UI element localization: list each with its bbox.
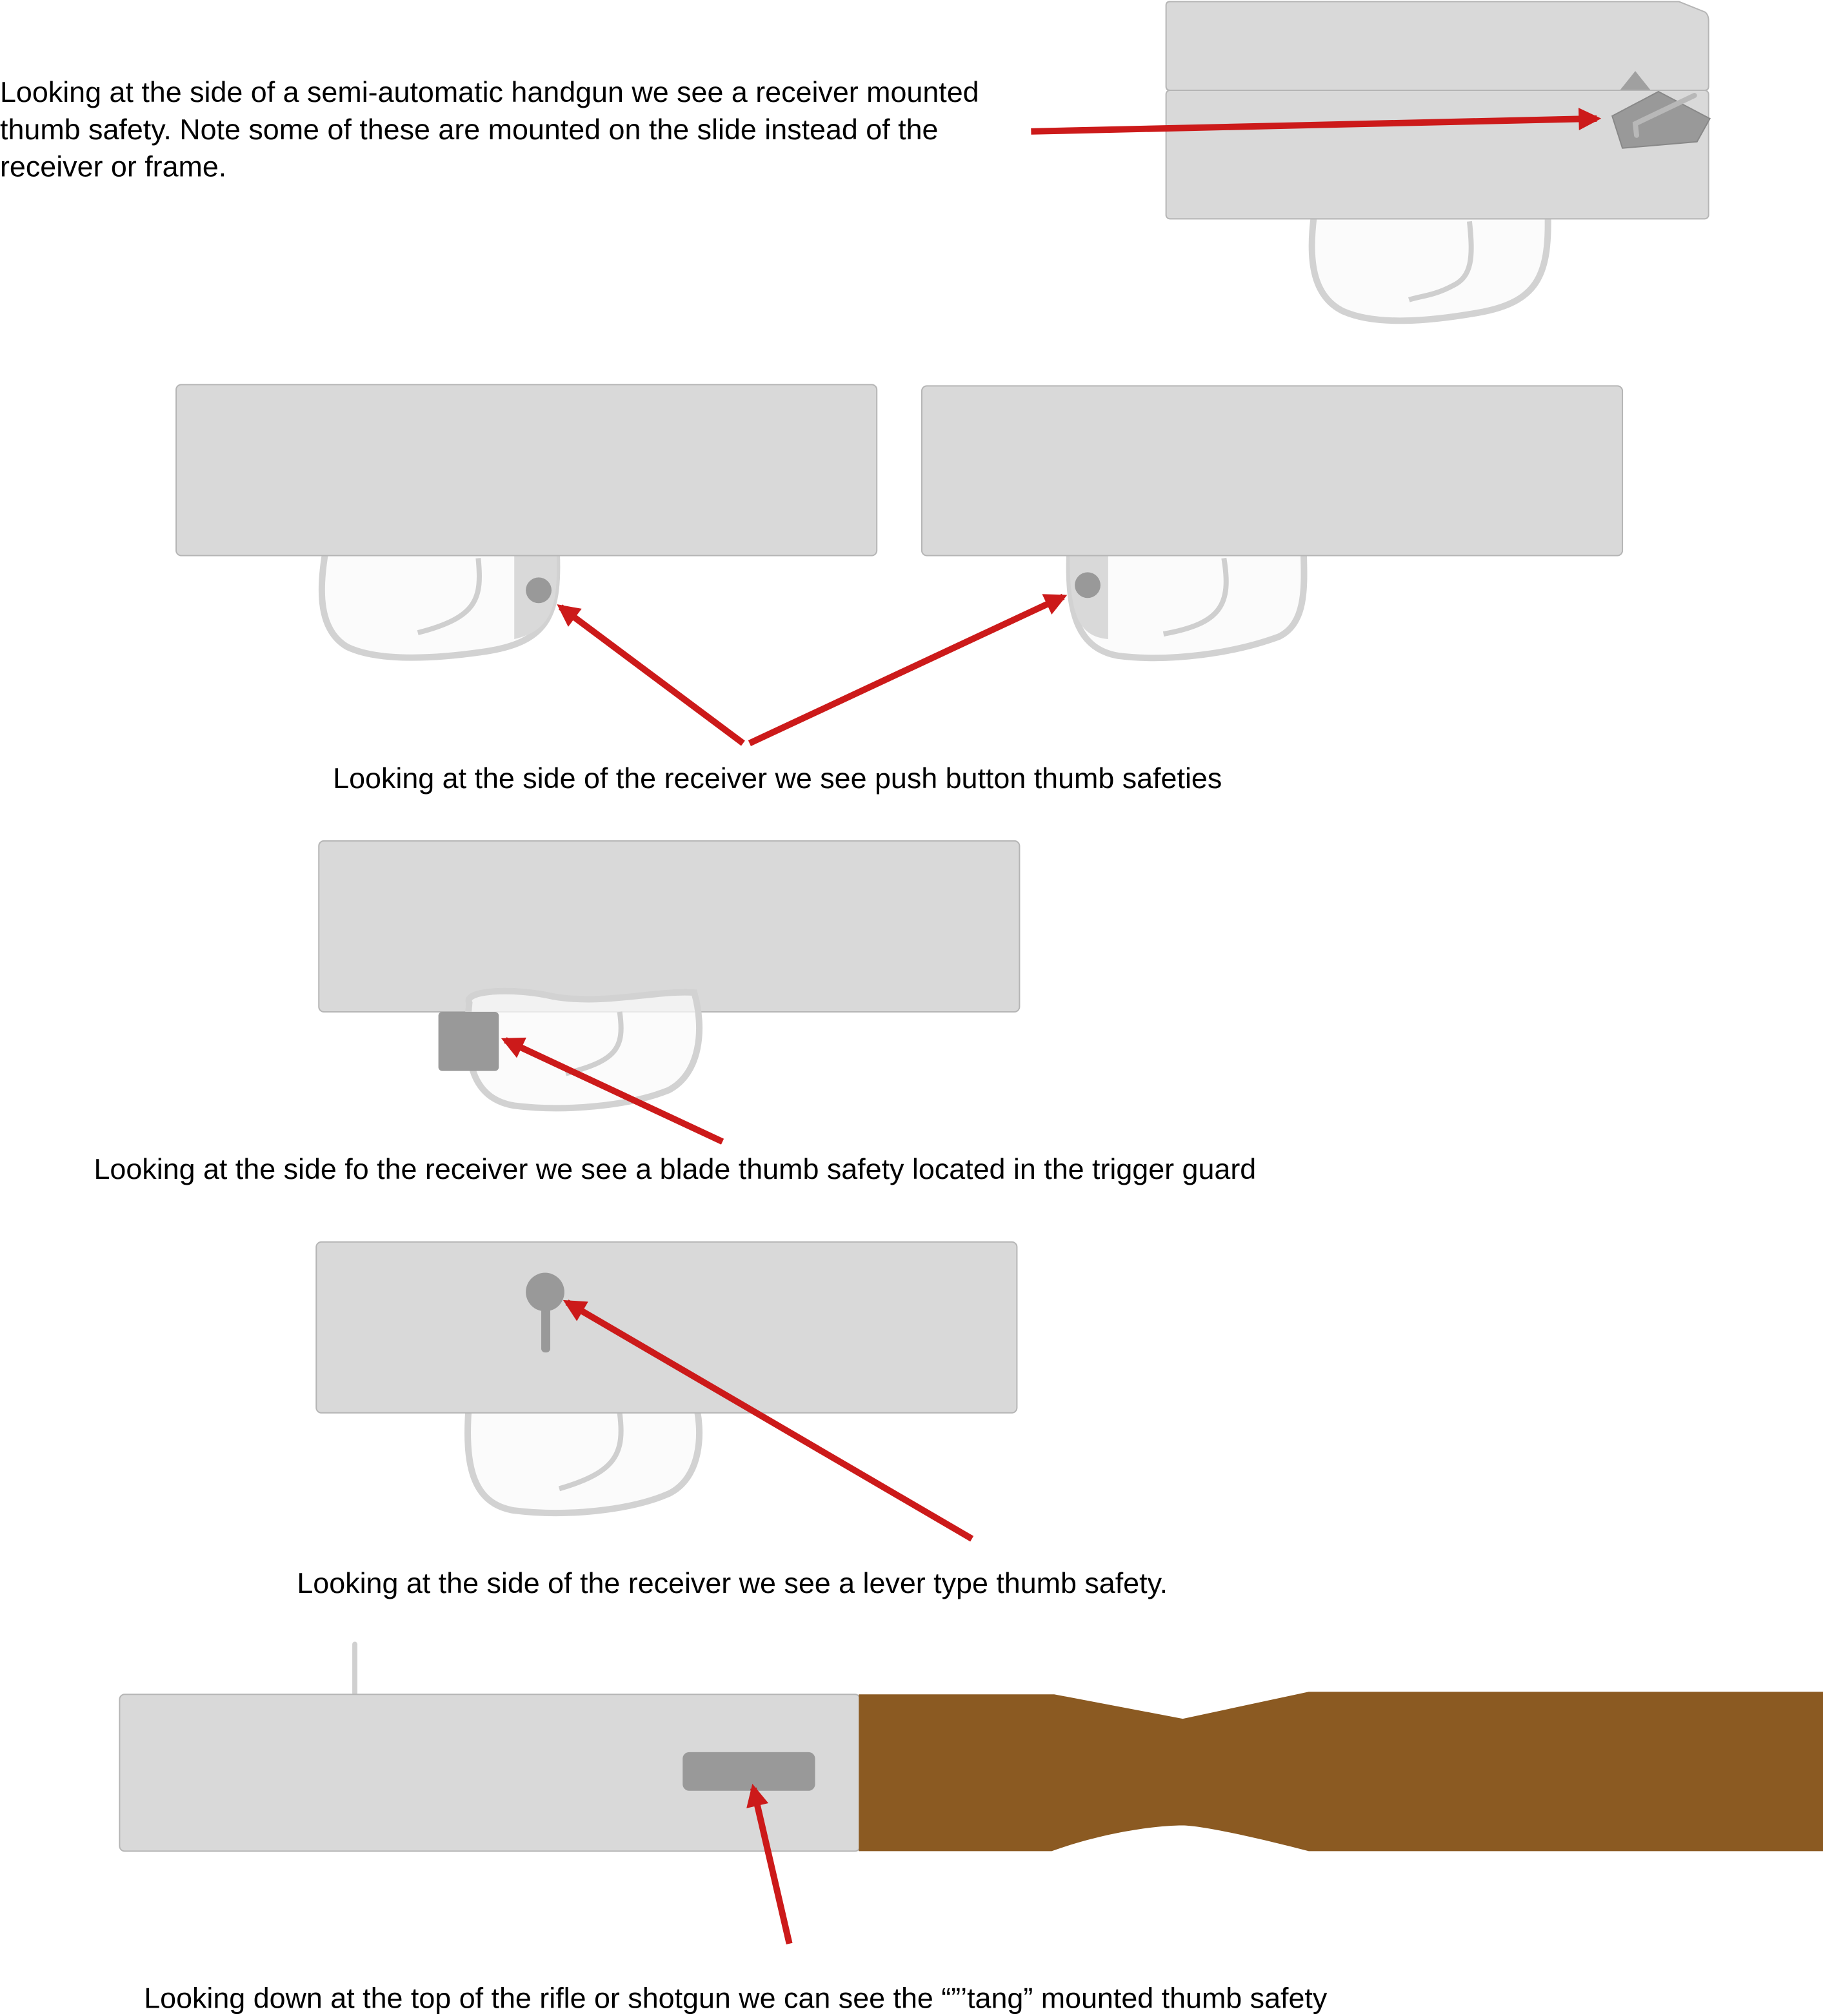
receiver [921,385,1624,557]
trigger [417,558,482,635]
receiver [175,384,878,557]
sight-rod [352,1641,358,1696]
thumb-safety-ridge [1632,93,1697,138]
arrow [748,593,1068,746]
receiver [315,1241,1018,1414]
arrow [501,1037,724,1145]
caption-line: receiver or frame. [0,150,226,183]
arrow [746,1783,793,1944]
caption-tang: Looking down at the top of the rifle or … [144,1982,1328,2015]
caption-lever: Looking at the side of the receiver we s… [297,1566,1168,1599]
lever-safety [526,1272,564,1312]
gun-lever-safety [315,1241,1018,1517]
caption-line: Looking at the side of a semi-automatic … [0,75,979,108]
arrow [563,1300,974,1542]
trigger-guard [464,987,702,1112]
trigger [564,1011,624,1076]
push-button-safety [526,577,552,604]
trigger-guard [1308,213,1551,324]
trigger [1408,221,1474,302]
trigger-guard [1066,549,1308,662]
handgun-receiver-mounted [1031,1,1711,324]
caption-line: thumb safety. Note some of these are mou… [0,113,938,146]
long-gun-top-view [119,1641,1823,1852]
blade-safety [438,1011,499,1071]
trigger [1162,557,1229,637]
receiver [318,840,1021,1013]
stock [859,1692,1823,1852]
handgun-push-button-right [921,385,1624,662]
arrow [557,604,745,746]
arrow [1031,108,1602,135]
gun-blade-safety [318,840,1021,1112]
tang-safety [682,1752,815,1791]
slide [1165,1,1709,92]
caption-receiver-mounted: Looking at the side of a semi-automatic … [0,75,979,183]
handgun-push-button-left [175,384,878,661]
caption-push-button: Looking at the side of the receiver we s… [333,762,1222,795]
caption-blade: Looking at the side fo the receiver we s… [94,1152,1256,1185]
push-button-safety [1075,572,1101,598]
trigger [558,1412,624,1492]
front-sight [1620,71,1651,91]
